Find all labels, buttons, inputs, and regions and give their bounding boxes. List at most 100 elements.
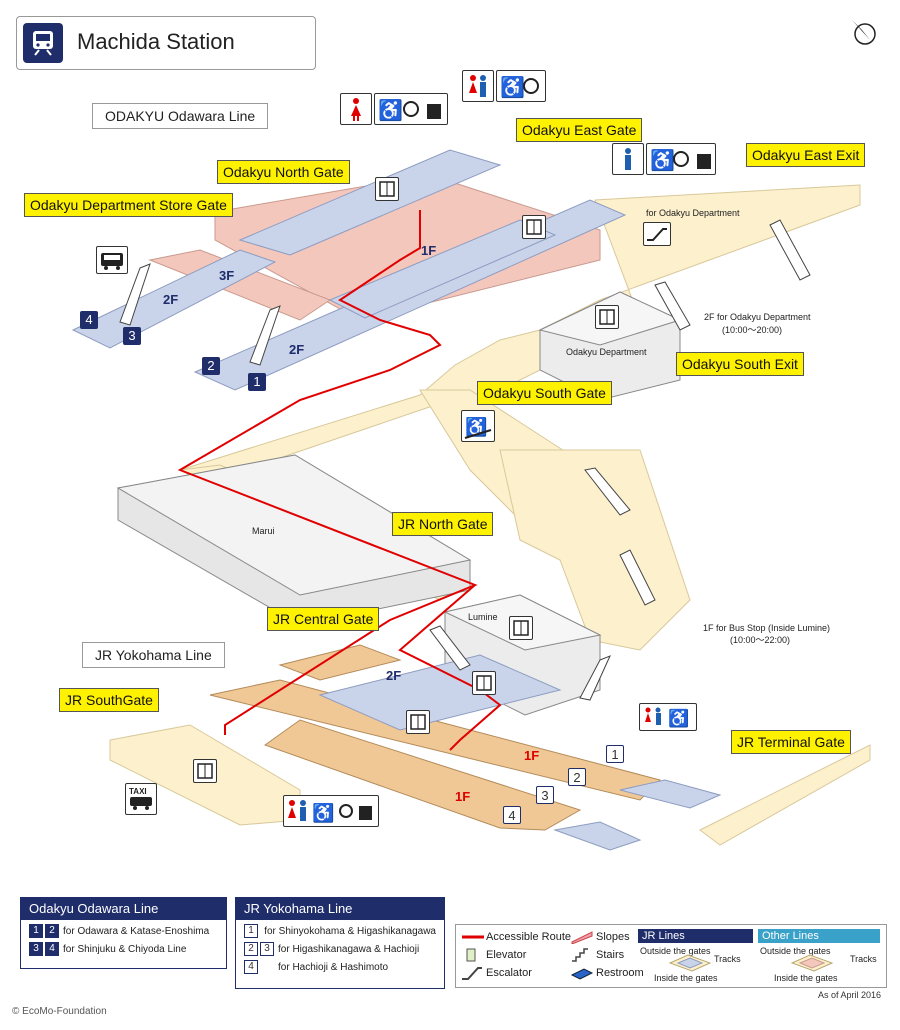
bus-icon — [96, 246, 128, 274]
odakyu-line-label: ODAKYU Odawara Line — [92, 103, 269, 129]
taxi-icon: TAXI — [125, 783, 157, 815]
bus-hours-note: (10:00～22:00) — [730, 635, 791, 645]
legend-num: 3 — [29, 942, 43, 956]
odakyu-dept-label: Odakyu Department — [566, 347, 647, 357]
key-other-lines: Other Lines — [758, 929, 880, 943]
stairs-key-icon — [572, 948, 588, 962]
jr-line-label: JR Yokohama Line — [82, 642, 225, 668]
elevator-icon-5 — [472, 671, 496, 695]
compass-icon — [852, 20, 876, 45]
restroom-key-icon — [570, 968, 594, 980]
legend-jr: JR Yokohama Line 1 for Shinyokohama & Hi… — [235, 897, 445, 989]
floor-2f-mid: 2F — [289, 342, 305, 357]
gate-jr-south[interactable]: JR SouthGate — [59, 688, 159, 712]
key-escalator: Escalator — [486, 967, 532, 979]
marui-building — [116, 454, 472, 626]
legend-text: for Higashikanagawa & Hachioji — [278, 943, 420, 955]
key-jr-outside: Outside the gates — [640, 946, 711, 956]
legend-num: 1 — [29, 924, 43, 938]
restroom-accessible-baby-ostomate-icon: ♿ — [283, 795, 379, 827]
legend-num: 2 — [244, 942, 258, 956]
gate-jr-central[interactable]: JR Central Gate — [267, 607, 380, 631]
escalator-key-icon — [462, 967, 482, 980]
for-odakyu-dept-note: for Odakyu Department — [646, 208, 740, 218]
jr-platform-3: 3 — [536, 786, 554, 804]
exit-odakyu-south[interactable]: Odakyu South Exit — [676, 352, 804, 376]
svg-text:♿: ♿ — [465, 416, 487, 437]
elevator-icon-6 — [406, 710, 430, 734]
floor-1f-jr-a: 1F — [524, 748, 540, 763]
restroom-icon — [462, 70, 494, 102]
legend-odakyu-title: Odakyu Odawara Line — [21, 898, 226, 920]
lumine-label: Lumine — [468, 612, 498, 622]
stairs — [119, 219, 811, 701]
elevator-icon-4 — [509, 616, 533, 640]
odakyu-platform-1: 1 — [248, 373, 266, 391]
restroom-accessible-icon: ♿ — [639, 703, 697, 731]
elevator-key-icon — [466, 948, 476, 962]
legend-num: 3 — [260, 942, 274, 956]
key-other-tracks: Tracks — [850, 954, 877, 964]
page-title: Machida Station — [77, 29, 235, 54]
key-slopes: Slopes — [596, 931, 630, 943]
svg-text:♿: ♿ — [668, 708, 689, 728]
gate-odakyu-east[interactable]: Odakyu East Gate — [516, 118, 643, 142]
legend-text: for Shinyokohama & Higashikanagawa — [264, 925, 436, 937]
elevator-icon — [375, 177, 399, 201]
legend-num: 4 — [45, 942, 59, 956]
odakyu-platform-2: 2 — [202, 357, 220, 375]
accessible-route — [177, 210, 502, 751]
floor-1f-jr-b: 1F — [455, 789, 471, 804]
odakyu-platform-4: 4 — [80, 311, 98, 329]
jr-platform-2: 2 — [568, 768, 586, 786]
other-lines-key-icon — [790, 954, 834, 972]
women-restroom-icon — [340, 93, 372, 125]
key-elevator: Elevator — [486, 949, 527, 961]
exit-odakyu-east[interactable]: Odakyu East Exit — [746, 143, 866, 167]
legend-text: for Hachioji & Hashimoto — [278, 961, 389, 973]
title-box: Machida Station — [16, 16, 316, 70]
dept-hours-note: (10:00～20:00) — [722, 325, 783, 335]
train-icon — [23, 23, 63, 63]
gate-odakyu-dept-store[interactable]: Odakyu Department Store Gate — [24, 193, 233, 217]
svg-text:♿: ♿ — [378, 98, 403, 122]
elevator-icon-7 — [193, 759, 217, 783]
marui-label: Marui — [252, 526, 275, 536]
key-jr-lines: JR Lines — [638, 929, 753, 943]
elevator-icon-3 — [595, 305, 619, 329]
accessible-baby-icon: ♿ — [496, 70, 546, 102]
legend-jr-row-3: 4 for Hachioji & Hashimoto — [244, 960, 436, 974]
gate-jr-terminal[interactable]: JR Terminal Gate — [731, 730, 851, 754]
accessible-baby-ostomate-icon: ♿ — [374, 93, 448, 125]
jr-platform-1: 1 — [606, 745, 624, 763]
key-jr-inside: Inside the gates — [654, 973, 718, 983]
gate-odakyu-north[interactable]: Odakyu North Gate — [217, 160, 350, 184]
odakyu-platform-3: 3 — [123, 327, 141, 345]
legend-jr-title: JR Yokohama Line — [236, 898, 444, 920]
legend-text: for Shinjuku & Chiyoda Line — [63, 943, 187, 955]
key-accessible-route: Accessible Route — [486, 931, 571, 943]
legend-text: for Odawara & Katase-Enoshima — [63, 925, 210, 937]
elevator-icon-2 — [522, 215, 546, 239]
taxi-icon-label: TAXI — [129, 787, 147, 796]
wheelchair-slope-icon: ♿ — [461, 410, 495, 442]
legend-jr-row-1: 1 for Shinyokohama & Higashikanagawa — [244, 924, 436, 938]
slope-key-icon — [571, 931, 593, 944]
dept-2f-note: 2F for Odakyu Department — [704, 312, 811, 322]
map-key: Accessible Route Slopes Elevator Stairs … — [455, 924, 887, 988]
svg-text:♿: ♿ — [650, 148, 675, 172]
svg-text:♿: ♿ — [500, 75, 525, 99]
accessible-baby-ostomate-icon-2: ♿ — [646, 143, 716, 175]
gate-odakyu-south[interactable]: Odakyu South Gate — [477, 381, 612, 405]
escalator-icon — [643, 222, 671, 246]
gate-jr-north[interactable]: JR North Gate — [392, 512, 494, 536]
legend-num: 2 — [45, 924, 59, 938]
key-restroom: Restroom — [596, 967, 644, 979]
jr-lines-key-icon — [668, 954, 712, 972]
accessible-route-key-icon — [462, 935, 484, 939]
